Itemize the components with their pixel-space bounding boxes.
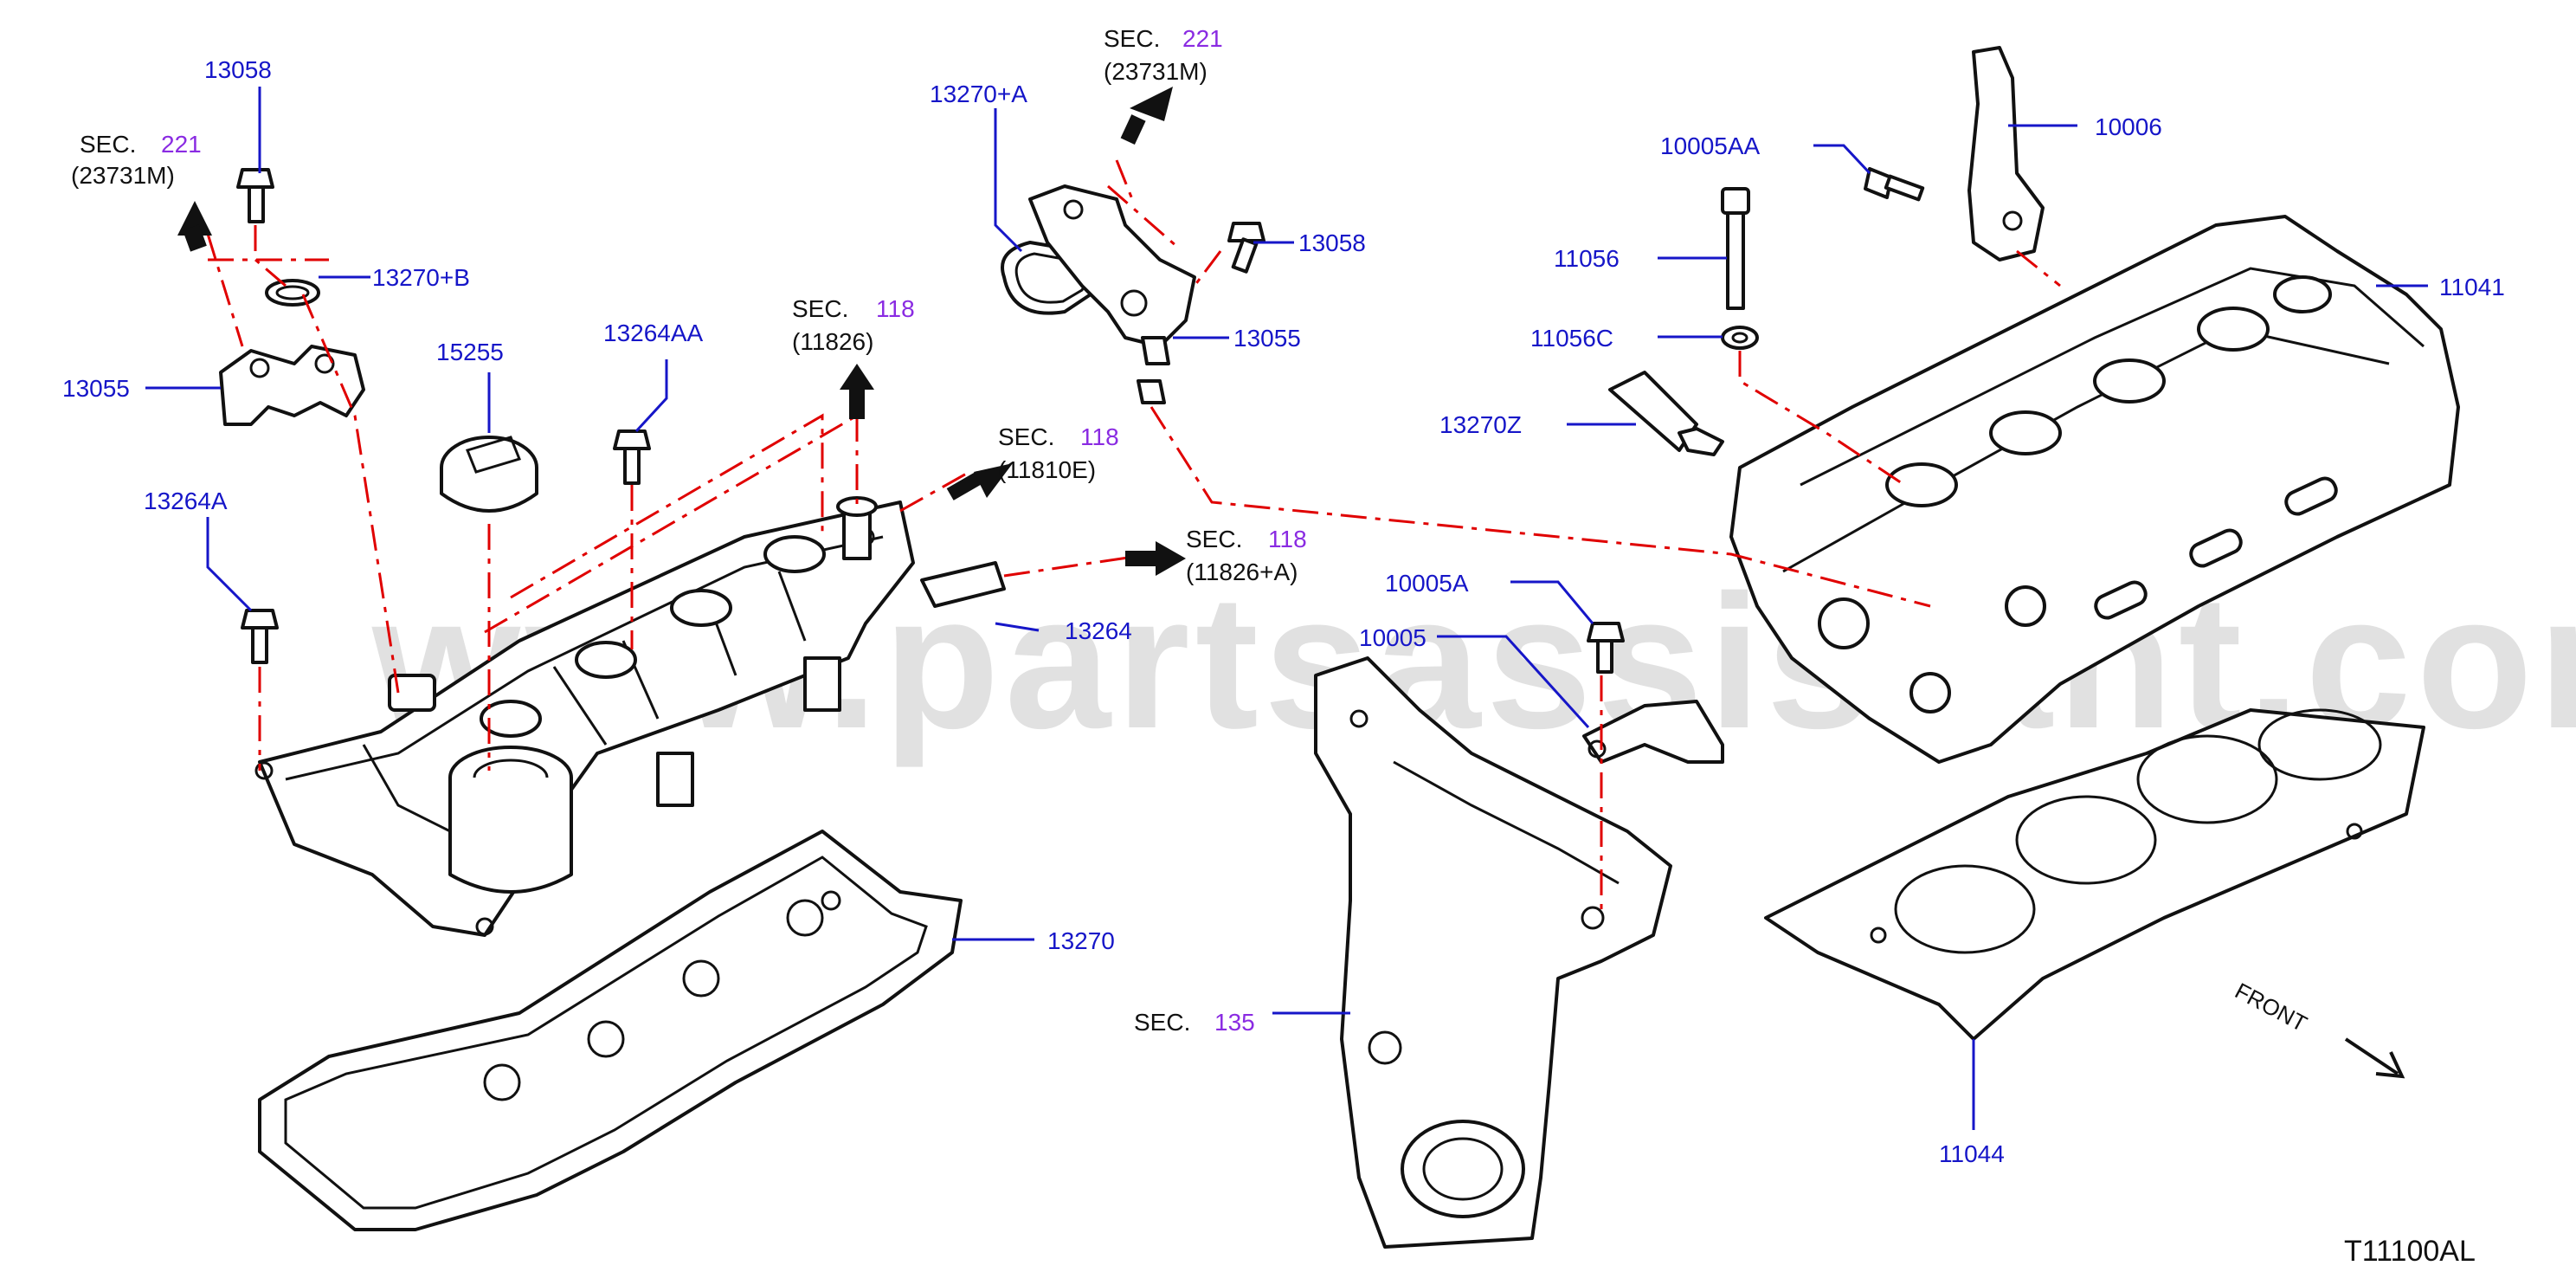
label-10006[interactable]: 10006 bbox=[2095, 113, 2162, 140]
arrow-sec118-11826 bbox=[840, 364, 874, 419]
sec-prefix: SEC. bbox=[1104, 25, 1160, 52]
bolt-13264aa[interactable] bbox=[613, 429, 651, 485]
sec-number: 118 bbox=[1268, 526, 1307, 552]
sec-sub: (11810E) bbox=[998, 456, 1096, 483]
sec-sub: (23731M) bbox=[1104, 58, 1208, 85]
arrow-sec118-11826a bbox=[1125, 541, 1186, 576]
front-cover[interactable] bbox=[1314, 656, 1672, 1249]
seal-13270b[interactable] bbox=[265, 279, 320, 307]
pcv-valve[interactable] bbox=[836, 496, 1006, 608]
section-ref-118-11826[interactable]: SEC. 118 (11826) bbox=[792, 295, 915, 355]
label-15255[interactable]: 15255 bbox=[436, 339, 504, 365]
bolt-13264a[interactable] bbox=[241, 609, 279, 664]
label-13270b[interactable]: 13270+B bbox=[372, 264, 470, 291]
sealant-tube-13270z[interactable] bbox=[1608, 371, 1724, 456]
sec-sub: (11826) bbox=[792, 328, 873, 355]
label-11044[interactable]: 11044 bbox=[1939, 1140, 2005, 1167]
label-10005aa[interactable]: 10005AA bbox=[1660, 132, 1761, 159]
sec-prefix: SEC. bbox=[792, 295, 848, 322]
sec-prefix: SEC. bbox=[998, 423, 1054, 450]
section-ref-118-11810e[interactable]: SEC. 118 (11810E) bbox=[998, 423, 1119, 483]
section-ref-135[interactable]: SEC. 135 bbox=[1134, 1009, 1255, 1036]
label-13264aa[interactable]: 13264AA bbox=[603, 320, 704, 346]
sec-prefix: SEC. bbox=[1134, 1009, 1190, 1036]
label-13058-mid[interactable]: 13058 bbox=[1298, 229, 1366, 256]
diagram-code: T11100AL bbox=[2344, 1235, 2476, 1268]
bracket-10006[interactable] bbox=[1967, 46, 2045, 262]
sec-prefix: SEC. bbox=[80, 131, 136, 158]
label-11056[interactable]: 11056 bbox=[1554, 245, 1620, 272]
label-11041[interactable]: 11041 bbox=[2439, 274, 2505, 300]
sec-sub: (23731M) bbox=[71, 162, 175, 189]
bolt-10005a[interactable] bbox=[1587, 622, 1625, 674]
arrow-front bbox=[2344, 1037, 2405, 1079]
bolt-13058-top[interactable] bbox=[236, 168, 274, 223]
cylinder-head[interactable] bbox=[1729, 215, 2460, 764]
bracket-13055-left[interactable] bbox=[219, 345, 365, 426]
rocker-cover[interactable] bbox=[254, 500, 915, 937]
sensor-bracket-13055-mid[interactable] bbox=[1028, 184, 1196, 404]
label-10005a[interactable]: 10005A bbox=[1385, 570, 1469, 597]
label-13055-left[interactable]: 13055 bbox=[62, 375, 130, 402]
sec-number: 118 bbox=[876, 295, 915, 322]
label-13264[interactable]: 13264 bbox=[1065, 617, 1132, 644]
bolt-10005aa[interactable] bbox=[1864, 167, 1925, 202]
arrow-sec221-left bbox=[177, 201, 212, 252]
arrow-sec118-11810e bbox=[946, 463, 1013, 500]
oil-filler-cap[interactable] bbox=[440, 436, 538, 513]
rocker-cover-gasket[interactable] bbox=[258, 830, 963, 1231]
front-label: FRONT bbox=[2231, 978, 2311, 1037]
label-13270a[interactable]: 13270+A bbox=[930, 81, 1027, 107]
leader-lines bbox=[145, 87, 2428, 1130]
head-bolt-11056[interactable] bbox=[1721, 187, 1750, 310]
label-10005[interactable]: 10005 bbox=[1359, 624, 1426, 651]
label-11056c[interactable]: 11056C bbox=[1530, 325, 1613, 352]
section-ref-221-top[interactable]: SEC. 221 (23731M) bbox=[1104, 25, 1223, 85]
label-13058-top[interactable]: 13058 bbox=[204, 56, 272, 83]
sec-number: 135 bbox=[1214, 1009, 1255, 1036]
arrow-sec221-top bbox=[1120, 87, 1173, 145]
sec-number: 221 bbox=[161, 131, 202, 158]
sec-number: 118 bbox=[1080, 423, 1119, 450]
label-13270[interactable]: 13270 bbox=[1047, 927, 1115, 954]
label-13270z[interactable]: 13270Z bbox=[1439, 411, 1522, 438]
washer-11056c[interactable] bbox=[1721, 326, 1759, 350]
sec-prefix: SEC. bbox=[1186, 526, 1242, 552]
label-13264a[interactable]: 13264A bbox=[144, 488, 228, 514]
section-ref-118-11826a[interactable]: SEC. 118 (11826+A) bbox=[1186, 526, 1307, 585]
head-gasket-11044[interactable] bbox=[1764, 708, 2425, 1041]
bolt-13058-mid[interactable] bbox=[1227, 222, 1265, 274]
sec-number: 221 bbox=[1182, 25, 1223, 52]
alignment-lines bbox=[206, 159, 2061, 909]
sec-sub: (11826+A) bbox=[1186, 559, 1298, 585]
section-ref-221-left[interactable]: SEC. 221 (23731M) bbox=[71, 131, 202, 189]
label-13055-mid[interactable]: 13055 bbox=[1233, 325, 1301, 352]
bracket-10005[interactable] bbox=[1582, 700, 1724, 764]
